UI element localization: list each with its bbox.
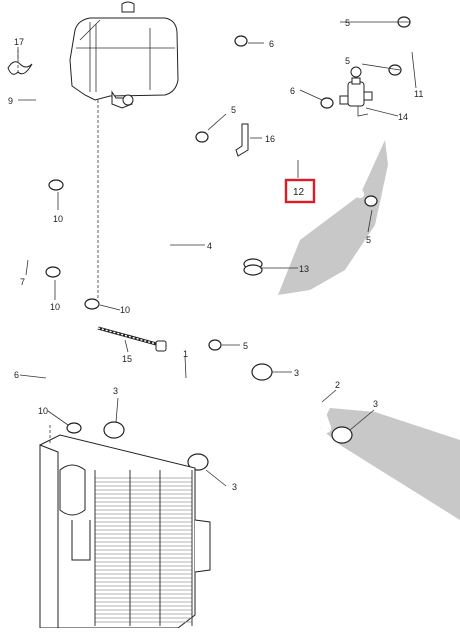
hose-4[interactable]: [162, 133, 229, 337]
callout-15[interactable]: 15: [122, 354, 132, 364]
callout-10-b[interactable]: 10: [50, 302, 60, 312]
part-16-bracket[interactable]: [235, 123, 249, 157]
shaded-area-upper: [278, 140, 388, 295]
clamp-10-d[interactable]: [66, 422, 82, 434]
callout-14[interactable]: 14: [398, 112, 408, 122]
callout-2[interactable]: 2: [335, 380, 340, 390]
callout-13[interactable]: 13: [299, 264, 309, 274]
radiator-fins: [94, 470, 193, 626]
callout-17[interactable]: 17: [14, 37, 24, 47]
clamp-3-b[interactable]: [103, 421, 125, 439]
callout-6-a[interactable]: 6: [269, 39, 274, 49]
hose-11[interactable]: [396, 44, 416, 74]
hose-7[interactable]: [13, 191, 52, 266]
reference-lines: [17, 50, 99, 445]
callout-3-a[interactable]: 3: [294, 368, 299, 378]
clamp-6-b[interactable]: [320, 97, 334, 109]
callout-3-d[interactable]: 3: [232, 482, 237, 492]
clamp-5-e[interactable]: [208, 339, 222, 351]
clamp-10-c[interactable]: [84, 298, 100, 310]
clamp-5-b[interactable]: [388, 64, 402, 76]
hose-6-upper[interactable]: [145, 36, 242, 204]
callout-4[interactable]: 4: [207, 241, 212, 251]
hose-2[interactable]: [214, 398, 332, 444]
hoses: [13, 36, 416, 444]
clamp-10-a[interactable]: [48, 179, 64, 191]
callout-12[interactable]: 12: [293, 187, 305, 198]
hose-1[interactable]: [129, 374, 246, 414]
callout-10-d[interactable]: 10: [38, 406, 48, 416]
callout-leaders: [17, 21, 417, 487]
callout-5-c[interactable]: 5: [231, 105, 236, 115]
callout-labels: 17 9 6 5 5 11 6 14 5 16 12 10 5 4 7 13 1…: [8, 18, 423, 492]
part-14-valve[interactable]: [339, 66, 373, 117]
clamp-5-c[interactable]: [195, 131, 209, 143]
callout-5-b[interactable]: 5: [345, 56, 350, 66]
clamp-3-d[interactable]: [187, 453, 209, 471]
shaded-area-lower: [320, 408, 460, 520]
callout-16[interactable]: 16: [265, 134, 275, 144]
callout-6-b[interactable]: 6: [290, 86, 295, 96]
callout-5-e[interactable]: 5: [243, 341, 248, 351]
callout-10-a[interactable]: 10: [53, 214, 63, 224]
callout-1[interactable]: 1: [183, 349, 188, 359]
clamp-5-d[interactable]: [364, 195, 378, 207]
callout-6-c[interactable]: 6: [14, 370, 19, 380]
radiator[interactable]: [39, 434, 211, 629]
callout-3-b[interactable]: 3: [113, 386, 118, 396]
hose-12[interactable]: [289, 113, 365, 199]
callout-10-c[interactable]: 10: [120, 305, 130, 315]
callout-11[interactable]: 11: [414, 89, 423, 99]
hose-6-lower[interactable]: [42, 311, 96, 424]
clamp-10-b[interactable]: [45, 266, 61, 278]
part-17-connector[interactable]: [7, 61, 33, 75]
part-15-strip[interactable]: [97, 326, 167, 352]
callout-9[interactable]: 9: [8, 96, 13, 106]
part-13-clamp[interactable]: [243, 258, 263, 276]
callout-7[interactable]: 7: [20, 277, 25, 287]
callout-3-c[interactable]: 3: [373, 399, 378, 409]
expansion-tank[interactable]: [69, 1, 179, 109]
clamp-3-c[interactable]: [331, 426, 353, 444]
clamp-3-a[interactable]: [251, 363, 273, 381]
highlight-box-12: [284, 178, 316, 204]
hose-9[interactable]: [30, 64, 66, 174]
clamp-6-top[interactable]: [234, 35, 248, 47]
callout-5-a[interactable]: 5: [345, 18, 350, 28]
callout-5-d[interactable]: 5: [366, 235, 371, 245]
